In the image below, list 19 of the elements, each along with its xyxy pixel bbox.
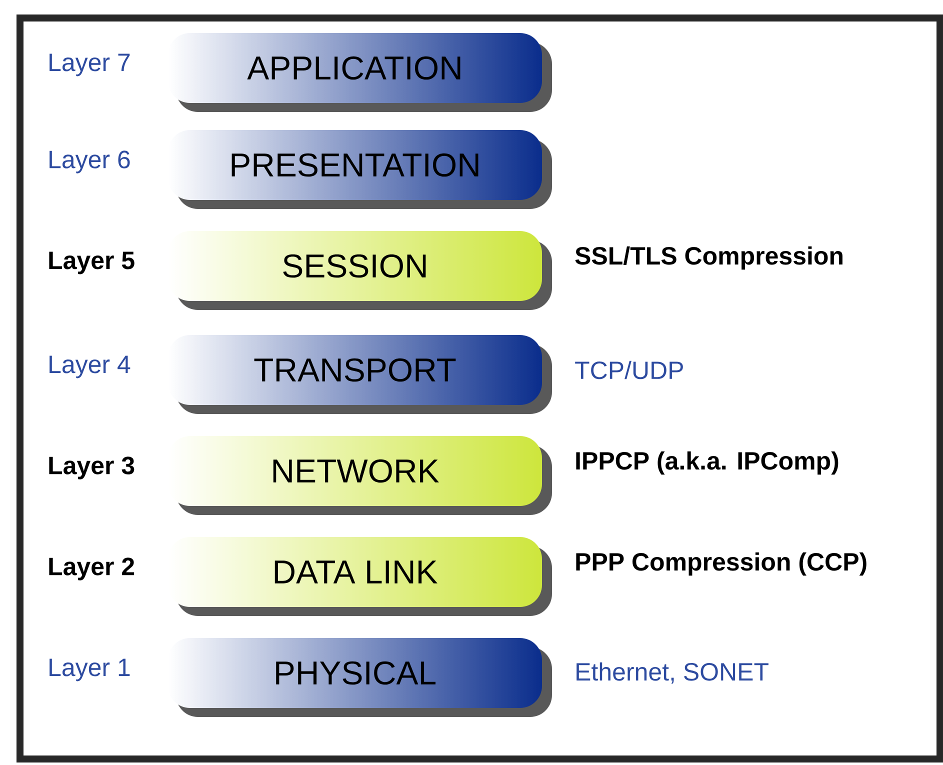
- layer-label: Layer 5: [49, 252, 134, 274]
- layer-box: DATA LINK: [168, 537, 552, 616]
- layer-box: PRESENTATION: [168, 130, 552, 209]
- layer-box: TRANSPORT: [168, 335, 552, 414]
- layer-label: Layer 4: [50, 356, 130, 378]
- protocol-label: SSL/TLS Compression: [575, 246, 842, 270]
- layer-label: Layer 2: [49, 558, 134, 580]
- layer-label: Layer 3: [49, 456, 134, 480]
- protocol-label: IPPCP (a.k.a. IPComp): [576, 451, 838, 475]
- layer-box: SESSION: [168, 231, 552, 310]
- layer-box: NETWORK: [168, 436, 552, 515]
- layer-box: PHYSICAL: [168, 638, 552, 717]
- layer-box: APPLICATION: [168, 33, 552, 112]
- protocol-label: TCP/UDP: [575, 360, 683, 380]
- layer-label: Layer 1: [50, 658, 130, 682]
- protocol-label: PPP Compression (CCP): [576, 552, 866, 576]
- layer-label: Layer 7: [50, 54, 130, 76]
- protocol-label: Ethernet, SONET: [576, 662, 768, 684]
- layer-label: Layer 6: [50, 150, 130, 174]
